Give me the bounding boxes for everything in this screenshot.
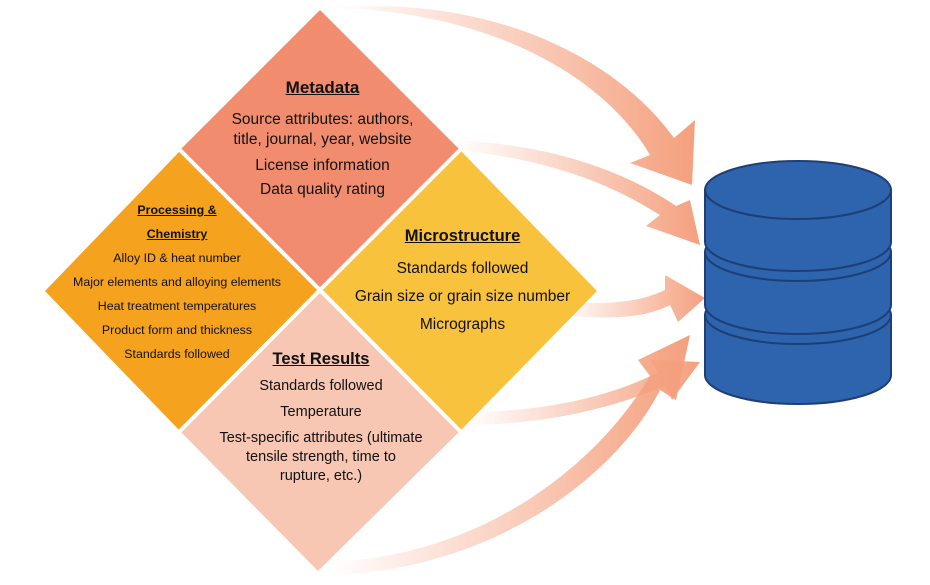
arrow-icon xyxy=(330,335,690,575)
processing-title-line: Chemistry xyxy=(146,227,208,241)
flow-arrows xyxy=(330,6,705,575)
test-results-line: Temperature xyxy=(280,404,362,420)
test-results-title: Test Results xyxy=(272,350,370,368)
processing-line: Standards followed xyxy=(124,347,230,361)
arrow-icon xyxy=(560,275,705,322)
processing-line: Heat treatment temperatures xyxy=(97,299,257,313)
processing-line: Major elements and alloying elements xyxy=(73,275,281,289)
database-icon xyxy=(704,160,892,405)
processing-title-line: Processing & xyxy=(137,203,217,217)
processing-line: Alloy ID & heat number xyxy=(113,251,241,265)
test-results-line: Standards followed xyxy=(259,378,383,394)
microstructure-line: Grain size or grain size number xyxy=(354,288,571,305)
processing-title: Processing & Chemistry xyxy=(44,203,310,242)
metadata-section: Metadata Source attributes: authors, tit… xyxy=(205,78,440,204)
test-results-line: tensile strength, time to xyxy=(246,449,396,465)
metadata-line: title, journal, year, website xyxy=(233,131,412,148)
microstructure-line: Standards followed xyxy=(396,260,529,277)
metadata-line: Source attributes: authors, xyxy=(231,111,414,128)
test-results-section: Test Results Standards followed Temperat… xyxy=(196,350,446,486)
arrow-icon xyxy=(455,140,700,245)
metadata-line: License information xyxy=(255,157,390,174)
metadata-line: Data quality rating xyxy=(260,181,385,198)
metadata-title: Metadata xyxy=(285,78,360,97)
microstructure-diamond xyxy=(320,150,597,431)
arrow-icon xyxy=(330,6,695,185)
diamond-separators xyxy=(178,148,462,433)
microstructure-title: Microstructure xyxy=(404,227,521,245)
processing-chemistry-section: Processing & Chemistry Alloy ID & heat n… xyxy=(44,203,310,371)
processing-line: Product form and thickness xyxy=(101,323,253,337)
microstructure-line: Micrographs xyxy=(419,316,506,333)
test-results-line: rupture, etc.) xyxy=(279,468,363,484)
processing-chemistry-diamond xyxy=(45,151,318,431)
microstructure-section: Microstructure Standards followed Grain … xyxy=(335,227,590,343)
test-results-line: Test-specific attributes (ultimate xyxy=(219,430,423,446)
